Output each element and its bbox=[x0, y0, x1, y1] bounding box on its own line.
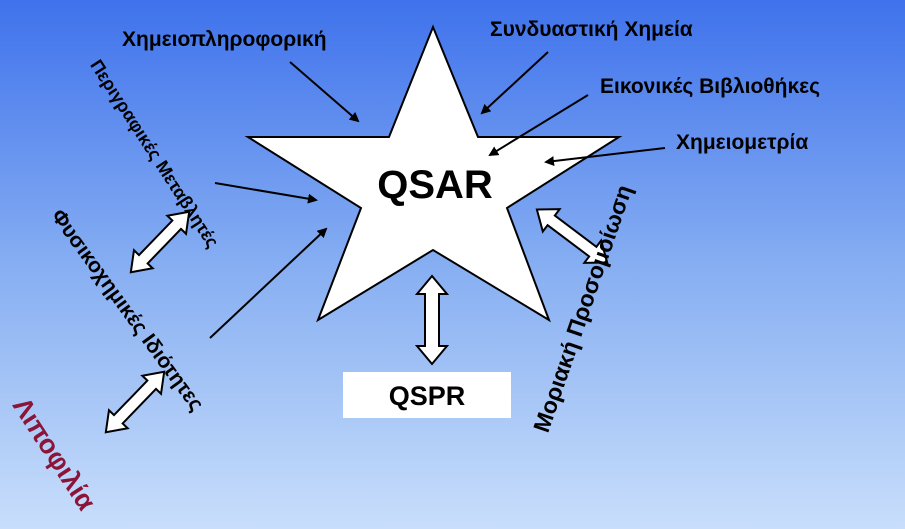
arrow-virtual-libraries bbox=[488, 94, 589, 157]
double-arrow-physchem-lipophilicity bbox=[104, 370, 166, 434]
label-chemoinformatics: Χημειοπληροφορική bbox=[122, 28, 327, 51]
qsar-star bbox=[244, 24, 623, 323]
label-combinatorial-chemistry: Συνδυαστική Χημεία bbox=[490, 18, 693, 41]
qsar-label: QSAR bbox=[377, 163, 493, 207]
label-virtual-libraries: Εικονικές Βιβλιοθήκες bbox=[600, 75, 821, 98]
qspr-box: QSPR bbox=[343, 372, 511, 418]
arrow-combinatorial bbox=[480, 51, 549, 115]
double-arrow-descriptors-physchem bbox=[129, 210, 191, 274]
label-chemometrics: Χημειομετρία bbox=[676, 131, 809, 154]
arrow-chemometrics bbox=[544, 147, 666, 167]
arrow-descriptors bbox=[214, 182, 318, 204]
arrow-physchem bbox=[209, 227, 328, 339]
double-arrow-qsar-modeling bbox=[535, 208, 609, 264]
arrow-chemoinformatics bbox=[289, 61, 360, 123]
double-arrow-qsar-qspr bbox=[414, 274, 450, 366]
qspr-label: QSPR bbox=[388, 381, 466, 411]
